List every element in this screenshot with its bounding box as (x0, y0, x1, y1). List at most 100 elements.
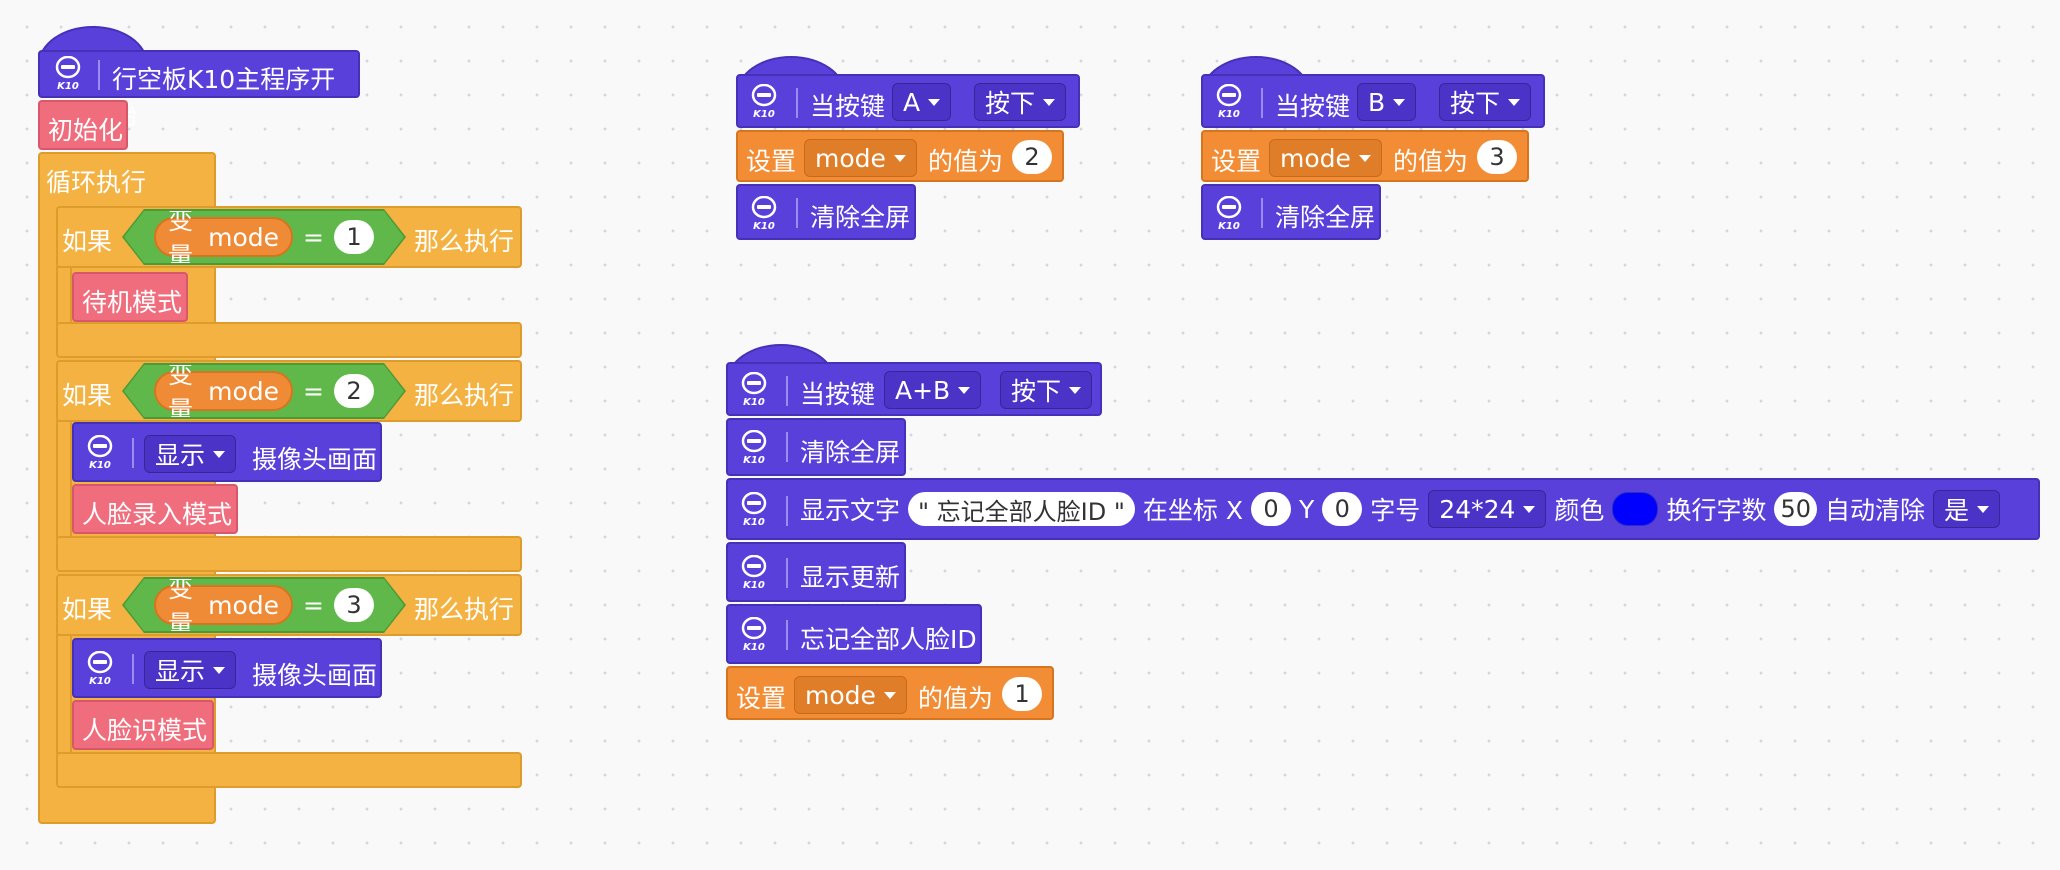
k10-board-icon: K10 (78, 430, 122, 476)
color-swatch-picker[interactable] (1612, 492, 1659, 526)
compare-value-1[interactable]: 1 (334, 220, 374, 254)
forget-all-faces-label: 忘记全部人脸ID (800, 625, 977, 654)
value-input[interactable]: 3 (1477, 140, 1517, 174)
clear-screen-label: 清除全屏 (1275, 203, 1376, 232)
value-input[interactable]: 2 (1012, 140, 1052, 174)
variable-select-dropdown[interactable]: mode (804, 139, 917, 177)
compare-value-3[interactable]: 3 (334, 588, 374, 622)
if-block-2-spine (56, 420, 72, 540)
wrap-chars-input[interactable]: 50 (1774, 492, 1817, 526)
equals-operator: = (303, 376, 324, 406)
key-action-dropdown[interactable]: 按下 (1000, 371, 1093, 409)
if-block-3-spine (56, 634, 72, 754)
value-label: 的值为 (928, 147, 1004, 176)
event-key-ab-block[interactable]: K10 当按键 A+B 按下 (726, 362, 1102, 416)
value-input[interactable]: 1 (1002, 677, 1042, 711)
key-action-dropdown[interactable]: 按下 (974, 83, 1067, 121)
value-label: 的值为 (1393, 147, 1469, 176)
if-block-2-end (56, 536, 522, 572)
when-key-label: 当按键 (800, 380, 876, 409)
face-recognize-mode-label: 人脸识模式 (82, 716, 208, 745)
k10-board-icon: K10 (46, 52, 90, 96)
clear-screen-block-a[interactable]: K10 清除全屏 (736, 184, 916, 240)
display-update-block[interactable]: K10 显示更新 (726, 542, 906, 602)
show-camera-block-1[interactable]: K10 显示 摄像头画面 (72, 422, 382, 482)
when-key-label: 当按键 (1275, 92, 1351, 121)
display-update-label: 显示更新 (800, 563, 901, 592)
if-label: 如果 (62, 227, 113, 256)
k10-board-icon: K10 (732, 486, 776, 534)
text-input[interactable]: " 忘记全部人脸ID " (908, 492, 1135, 526)
set-label: 设置 (736, 684, 787, 713)
init-label: 初始化 (48, 116, 124, 145)
clear-screen-label: 清除全屏 (800, 438, 901, 467)
then-label: 那么执行 (414, 595, 515, 624)
auto-clear-label: 自动清除 (1825, 496, 1926, 525)
variable-select-dropdown[interactable]: mode (1269, 139, 1382, 177)
set-mode-block-b[interactable]: 设置 mode 的值为 3 (1201, 130, 1529, 182)
standby-mode-block[interactable]: 待机模式 (72, 272, 188, 322)
set-label: 设置 (1211, 147, 1262, 176)
wrap-chars-label: 换行字数 (1666, 496, 1767, 525)
set-label: 设置 (746, 147, 797, 176)
main-start-block[interactable]: K10 行空板K10主程序开始 (38, 50, 360, 130)
equals-operator: = (303, 590, 324, 620)
set-mode-block-a[interactable]: 设置 mode 的值为 2 (736, 130, 1064, 182)
auto-clear-dropdown[interactable]: 是 (1933, 490, 2001, 528)
k10-board-icon: K10 (732, 366, 776, 414)
key-action-dropdown[interactable]: 按下 (1439, 83, 1532, 121)
when-key-label: 当按键 (810, 92, 886, 121)
key-select-dropdown[interactable]: A+B (884, 371, 982, 409)
value-label: 的值为 (918, 684, 994, 713)
key-select-dropdown[interactable]: A (892, 83, 952, 121)
camera-view-label: 摄像头画面 (252, 445, 378, 474)
if-label: 如果 (62, 595, 113, 624)
set-mode-block-ab[interactable]: 设置 mode 的值为 1 (726, 666, 1054, 720)
face-enroll-mode-label: 人脸录入模式 (82, 500, 233, 529)
then-label: 那么执行 (414, 227, 515, 256)
show-toggle-dropdown[interactable]: 显示 (144, 651, 237, 689)
coord-x-label: 在坐标 X (1142, 496, 1243, 525)
face-recognize-mode-block[interactable]: 人脸识模式 (72, 700, 214, 750)
coord-y-label: Y (1299, 494, 1315, 524)
equals-operator: = (303, 222, 324, 252)
x-input[interactable]: 0 (1251, 492, 1291, 526)
compare-value-2[interactable]: 2 (334, 374, 374, 408)
face-enroll-mode-block[interactable]: 人脸录入模式 (72, 484, 238, 534)
then-label: 那么执行 (414, 381, 515, 410)
font-size-label: 字号 (1370, 496, 1421, 525)
show-camera-block-2[interactable]: K10 显示 摄像头画面 (72, 638, 382, 698)
k10-board-icon: K10 (78, 646, 122, 692)
event-key-a-block[interactable]: K10 当按键 A 按下 (736, 74, 1080, 128)
camera-view-label: 摄像头画面 (252, 661, 378, 690)
key-select-dropdown[interactable]: B (1357, 83, 1417, 121)
show-toggle-dropdown[interactable]: 显示 (144, 435, 237, 473)
clear-screen-block-b[interactable]: K10 清除全屏 (1201, 184, 1381, 240)
forget-all-faces-block[interactable]: K10 忘记全部人脸ID (726, 604, 982, 664)
show-text-label: 显示文字 (800, 496, 901, 525)
main-start-label: 行空板K10主程序开始 (112, 65, 336, 130)
if-block-1-end (56, 322, 522, 358)
show-text-block[interactable]: K10 显示文字 " 忘记全部人脸ID " 在坐标 X 0 Y 0 字号 24*… (726, 478, 2040, 540)
clear-screen-block-ab[interactable]: K10 清除全屏 (726, 418, 906, 476)
standby-mode-label: 待机模式 (82, 288, 183, 317)
init-block[interactable]: 初始化 (38, 100, 128, 150)
y-input[interactable]: 0 (1322, 492, 1363, 526)
variable-select-dropdown[interactable]: mode (794, 676, 907, 714)
k10-board-icon: K10 (1207, 78, 1251, 126)
k10-board-icon: K10 (732, 611, 776, 659)
k10-board-icon: K10 (732, 424, 776, 472)
font-size-dropdown[interactable]: 24*24 (1428, 490, 1547, 528)
event-key-b-block[interactable]: K10 当按键 B 按下 (1201, 74, 1545, 128)
if-block-3-end (56, 752, 522, 788)
if-block-1-footer (56, 266, 72, 326)
loop-label: 循环执行 (46, 168, 147, 197)
color-label: 颜色 (1554, 496, 1605, 525)
k10-board-icon: K10 (742, 78, 786, 126)
